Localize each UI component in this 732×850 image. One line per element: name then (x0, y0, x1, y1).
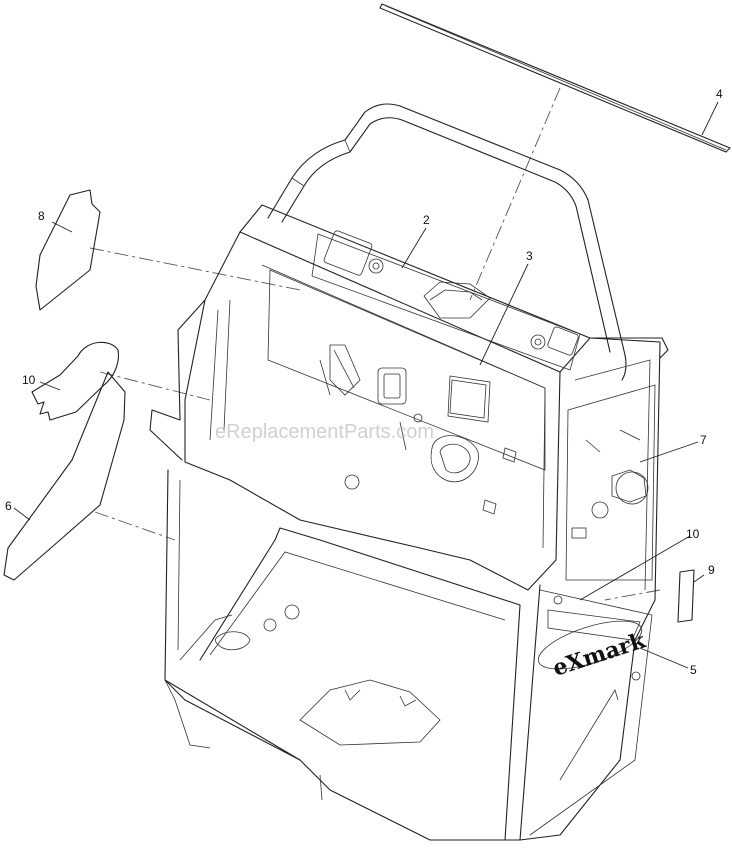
part-3-panel-decal (267, 269, 546, 515)
console-frame (149, 204, 669, 841)
callout-10-right: 10 (686, 527, 700, 541)
callout-2: 2 (423, 213, 430, 227)
part-2-decal (311, 230, 581, 371)
callout-8: 8 (38, 209, 45, 223)
watermark-text: eReplacementParts.com (215, 421, 434, 443)
callout-7: 7 (700, 433, 707, 447)
part-4-strip (379, 3, 731, 153)
callout-5: 5 (690, 663, 697, 677)
part-9-pad (677, 569, 695, 623)
callouts: 2 3 4 5 6 7 8 9 10 10 (5, 87, 723, 677)
callout-10-left: 10 (22, 373, 36, 387)
frame-handle (267, 103, 627, 381)
callout-6: 6 (5, 499, 12, 513)
leader-lines (13, 101, 719, 669)
callout-9: 9 (708, 563, 715, 577)
part-10-left-bracket (31, 341, 119, 421)
part-5-right-panel: eXmark (529, 589, 653, 836)
part-7-side-decal (565, 384, 656, 581)
callout-3: 3 (526, 249, 533, 263)
callout-4: 4 (716, 87, 723, 101)
part-8-flap (35, 189, 101, 311)
phantom-lines (89, 87, 661, 601)
part-6-side-panel (3, 371, 126, 581)
